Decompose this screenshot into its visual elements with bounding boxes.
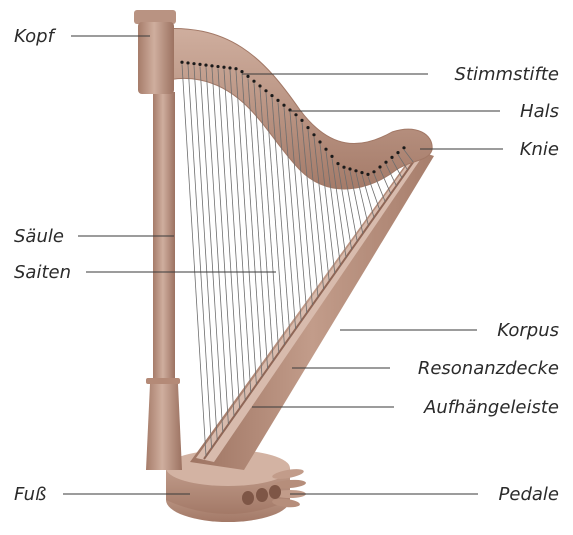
tuning-pin [246,75,249,78]
label-knie: Knie [520,139,559,160]
label-fuss: Fuß [14,484,46,505]
label-saeule: Säule [14,226,64,247]
harp-string [224,69,245,400]
tuning-pin [234,67,237,70]
tuning-pin [318,140,321,143]
kopf-cap [134,10,176,24]
kopf-block [138,22,174,94]
label-saiten: Saiten [14,262,71,283]
tuning-pin [180,61,183,64]
tuning-pin [294,113,297,116]
tuning-pin [222,66,225,69]
label-resonanzdecke: Resonanzdecke [418,358,559,379]
tuning-pin [378,165,381,168]
saeule-ring [146,378,180,384]
hals-shape [150,28,432,188]
tuning-pin [330,155,333,158]
tuning-pin [240,70,243,73]
tuning-pin [252,80,255,83]
harp-string [194,66,217,441]
aufhaengeleiste-shape [204,158,416,459]
tuning-pin [300,119,303,122]
tuning-pin [342,166,345,169]
tuning-pin [282,104,285,107]
tuning-pin [258,84,261,87]
tuning-pin [354,169,357,172]
tuning-pin [402,146,405,149]
tuning-pin [348,167,351,170]
tuning-pin [396,151,399,154]
harp-string [182,64,206,456]
tuning-pin [306,126,309,129]
tuning-pin [390,156,393,159]
tuning-pin [324,148,327,151]
tuning-pin [198,63,201,66]
label-kopf: Kopf [14,26,57,47]
tuning-pin [210,64,213,67]
label-hals: Hals [520,101,559,122]
tuning-pin [264,89,267,92]
label-korpus: Korpus [497,320,559,341]
tuning-pin [366,173,369,176]
harp-string [212,68,234,417]
tuning-pin [228,66,231,69]
tuning-pin [360,171,363,174]
saeule-lower [146,384,182,470]
harp-string [206,67,228,424]
tuning-pin [312,133,315,136]
harp-neck [150,28,432,188]
tuning-pin [384,161,387,164]
tuning-pin [270,94,273,97]
harp-string [236,71,256,385]
tuning-pin [186,61,189,64]
harp-string [218,69,240,409]
tuning-pin [192,62,195,65]
tuning-pin [204,64,207,67]
tuning-pin [216,65,219,68]
tuning-pin [276,99,279,102]
label-aufhaengeleiste: Aufhängeleiste [423,397,559,418]
harp-string [188,65,212,448]
label-pedale: Pedale [499,484,559,505]
harp-string [230,70,251,393]
tuning-pin [336,162,339,165]
label-stimmstifte: Stimmstifte [455,64,559,85]
harp-string [200,66,223,432]
saeule-shaft [153,92,175,384]
tuning-pin [372,170,375,173]
